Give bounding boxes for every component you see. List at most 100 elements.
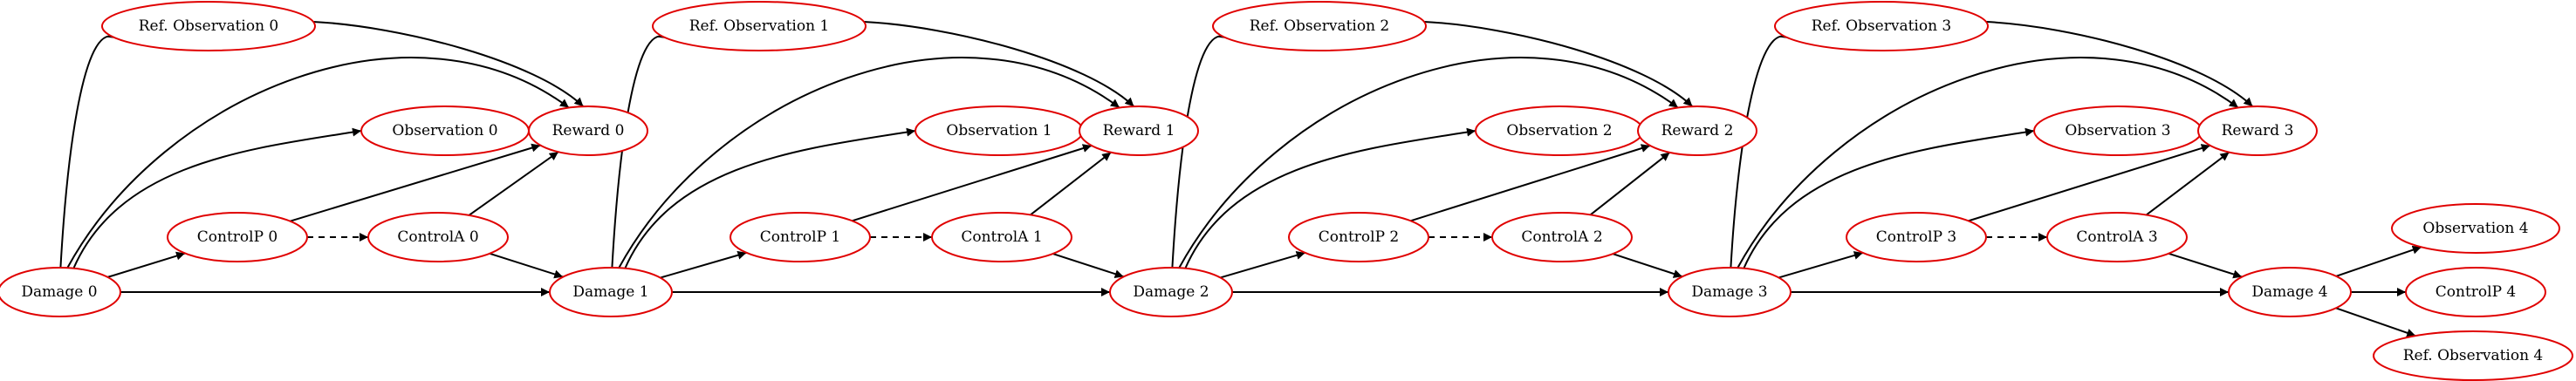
node-label: Damage 0 — [21, 283, 97, 301]
edge-cp0-to-rew0 — [290, 143, 541, 222]
node-ellipse — [528, 105, 648, 156]
node-obs2: Observation 2 — [1475, 105, 1644, 156]
node-label: ControlP 3 — [1876, 228, 1956, 246]
node-label: Ref. Observation 1 — [689, 17, 830, 35]
node-label: Ref. Observation 4 — [2403, 347, 2544, 364]
node-dmg1: Damage 1 — [549, 267, 673, 317]
node-ellipse — [1288, 212, 1429, 262]
node-ellipse — [2405, 267, 2546, 317]
edge-dmg3-to-obs3 — [1743, 127, 2035, 269]
node-ellipse — [652, 1, 867, 51]
node-label: Observation 3 — [2065, 122, 2170, 139]
edge-dmg1-to-cp1 — [660, 250, 747, 279]
node-ellipse — [2228, 267, 2352, 317]
node-label: Reward 3 — [2222, 122, 2294, 139]
node-obs3: Observation 3 — [2033, 105, 2203, 156]
node-label: ControlA 0 — [397, 228, 478, 246]
node-cp1: ControlP 1 — [730, 212, 871, 262]
node-label: ControlP 0 — [197, 228, 277, 246]
node-ref1: Ref. Observation 1 — [652, 1, 867, 51]
node-label: ControlA 3 — [2076, 228, 2157, 246]
edge-dmg1-to-obs1 — [624, 127, 916, 269]
node-label: Ref. Observation 2 — [1250, 17, 1390, 35]
node-ref0: Ref. Observation 0 — [101, 1, 316, 51]
node-label: Observation 4 — [2422, 220, 2528, 237]
node-ellipse — [1774, 1, 1989, 51]
node-ellipse — [101, 1, 316, 51]
node-ca2: ControlA 2 — [1491, 212, 1633, 262]
edge-dmg0-to-cp0 — [107, 251, 186, 278]
node-dmg4: Damage 4 — [2228, 267, 2352, 317]
node-label: Ref. Observation 3 — [1812, 17, 1952, 35]
edge-dmg1-to-ref1 — [611, 30, 668, 269]
edge-ref3-to-rew3 — [1985, 20, 2254, 107]
edge-dmg0-to-obs0 — [72, 127, 362, 269]
node-ellipse — [730, 212, 871, 262]
node-cp3: ControlP 3 — [1846, 212, 1987, 262]
node-ellipse — [1109, 267, 1233, 317]
edge-ref2-to-rew2 — [1423, 20, 1694, 107]
edge-cp2-to-rew2 — [1410, 144, 1651, 222]
node-dmg3: Damage 3 — [1668, 267, 1792, 317]
node-ca0: ControlA 0 — [367, 212, 509, 262]
edge-ca1-to-dmg2 — [1052, 253, 1124, 279]
edge-ca3-to-dmg4 — [2168, 252, 2243, 279]
node-rew2: Reward 2 — [1637, 105, 1757, 156]
edge-cp3-to-rew3 — [1968, 144, 2211, 222]
node-ellipse — [1637, 105, 1757, 156]
edge-dmg3-to-ref3 — [1730, 30, 1791, 269]
node-label: Observation 0 — [392, 122, 497, 139]
node-ellipse — [2046, 212, 2188, 262]
edge-ca0-to-dmg1 — [489, 252, 564, 279]
node-ellipse — [2373, 330, 2573, 381]
node-ellipse — [549, 267, 673, 317]
edge-dmg2-to-ref2 — [1171, 30, 1229, 269]
node-label: Observation 2 — [1506, 122, 1612, 139]
node-ellipse — [2391, 203, 2560, 254]
edge-ref0-to-rew0 — [312, 20, 585, 107]
node-rew1: Reward 1 — [1079, 105, 1199, 156]
node-ref2: Ref. Observation 2 — [1212, 1, 1427, 51]
edge-ca0-to-rew0 — [468, 151, 559, 216]
node-dmg0: Damage 0 — [0, 267, 121, 317]
node-ellipse — [167, 212, 308, 262]
node-label: Reward 0 — [552, 122, 625, 139]
node-label: ControlP 2 — [1319, 228, 1399, 246]
edge-dmg0-to-rew0 — [66, 57, 570, 269]
node-ellipse — [1491, 212, 1633, 262]
node-ellipse — [1079, 105, 1199, 156]
node-label: Damage 1 — [572, 283, 648, 301]
edge-dmg2-to-cp2 — [1220, 250, 1305, 279]
node-label: Reward 2 — [1661, 122, 1734, 139]
node-label: Observation 1 — [946, 122, 1052, 139]
node-label: Damage 2 — [1133, 283, 1209, 301]
edge-cp1-to-rew1 — [852, 144, 1093, 222]
node-rew3: Reward 3 — [2197, 105, 2318, 156]
node-obs1: Observation 1 — [915, 105, 1084, 156]
edge-dmg2-to-rew2 — [1178, 57, 1679, 269]
edge-ca2-to-rew2 — [1589, 152, 1671, 216]
node-label: Damage 3 — [1691, 283, 1767, 301]
node-ref3: Ref. Observation 3 — [1774, 1, 1989, 51]
node-cp0: ControlP 0 — [167, 212, 308, 262]
node-ca1: ControlA 1 — [931, 212, 1072, 262]
node-cp2: ControlP 2 — [1288, 212, 1429, 262]
node-label: Ref. Observation 0 — [139, 17, 279, 35]
node-label: Reward 1 — [1103, 122, 1175, 139]
node-rew0: Reward 0 — [528, 105, 648, 156]
edges-layer — [59, 20, 2422, 337]
node-ellipse — [0, 267, 121, 317]
node-cp4: ControlP 4 — [2405, 267, 2546, 317]
node-ca3: ControlA 3 — [2046, 212, 2188, 262]
node-ellipse — [2197, 105, 2318, 156]
edge-ca3-to-rew3 — [2145, 151, 2230, 216]
node-ellipse — [931, 212, 1072, 262]
node-dmg2: Damage 2 — [1109, 267, 1233, 317]
edge-dmg4-to-obs4 — [2335, 245, 2422, 277]
node-label: ControlP 4 — [2436, 283, 2516, 301]
node-label: Damage 4 — [2251, 283, 2327, 301]
edge-ca2-to-dmg3 — [1613, 253, 1683, 278]
node-ref4: Ref. Observation 4 — [2373, 330, 2573, 381]
